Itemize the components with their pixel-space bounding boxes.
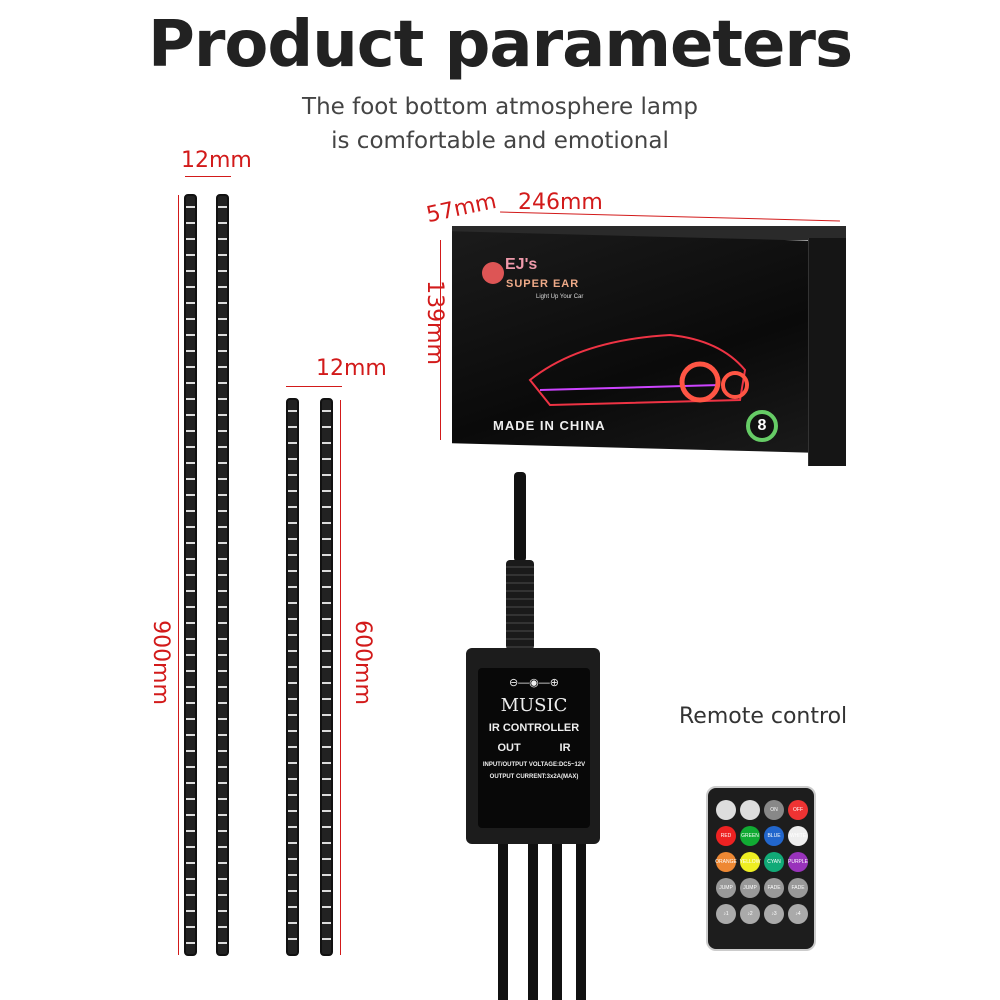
dimension-line [286, 386, 342, 387]
wire [576, 844, 586, 1000]
ir-label: IR [559, 742, 571, 754]
controller-spec-voltage: INPUT/OUTPUT VOLTAGE:DC5~12V [482, 762, 586, 768]
remote-button[interactable]: WHITE [788, 826, 808, 846]
led-strip-long-2 [216, 194, 229, 956]
remote-button[interactable]: GREEN [740, 826, 760, 846]
dc-connector [506, 560, 534, 650]
remote-button[interactable]: FADE [764, 878, 784, 898]
page-title: Product parameters [147, 8, 853, 82]
remote-button[interactable]: OFF [788, 800, 808, 820]
box-depth-label: 57mm [424, 188, 499, 229]
box-brand: EJ's [505, 256, 538, 273]
remote-control-label: Remote control [679, 704, 848, 729]
box-made-in: MADE IN CHINA [493, 418, 606, 433]
long-strip-length-label: 900mm [147, 620, 173, 705]
controller-title: MUSIC [500, 695, 568, 716]
remote-button[interactable]: ♪3 [764, 904, 784, 924]
box-badge: 8 [746, 410, 778, 442]
remote-button[interactable]: FADE [788, 878, 808, 898]
led-strip-short-2 [320, 398, 333, 956]
dimension-line [340, 400, 341, 955]
remote-button[interactable] [740, 800, 760, 820]
subtitle-line-1: The foot bottom atmosphere lamp [302, 94, 698, 120]
long-strip-width-label: 12mm [181, 148, 252, 173]
box-height-label: 139mm [421, 280, 447, 365]
remote-button[interactable]: ♪1 [716, 904, 736, 924]
box-tagline: Light Up Your Car [536, 294, 584, 300]
remote-button[interactable]: ON [764, 800, 784, 820]
remote-button[interactable]: CYAN [764, 852, 784, 872]
remote-button[interactable]: ♪2 [740, 904, 760, 924]
remote-button[interactable]: ♪4 [788, 904, 808, 924]
brand-logo-icon [482, 262, 504, 284]
product-box-side [808, 238, 846, 466]
controller-name: IR CONTROLLER [488, 722, 580, 734]
remote-button[interactable]: JUMP [716, 878, 736, 898]
car-illustration [528, 333, 749, 407]
wire [528, 844, 538, 1000]
wire [552, 844, 562, 1000]
dimension-line [185, 176, 231, 177]
wire [498, 844, 508, 1000]
dimension-line [178, 195, 179, 955]
controller-spec-current: OUTPUT CURRENT:3x2A(MAX) [489, 774, 579, 780]
remote-button[interactable]: RED [716, 826, 736, 846]
short-strip-length-label: 600mm [349, 620, 375, 705]
cable [514, 472, 526, 562]
out-label: OUT [497, 742, 521, 754]
subtitle-line-2: is comfortable and emotional [331, 128, 669, 154]
remote-button[interactable]: BLUE [764, 826, 784, 846]
dimension-line [440, 240, 441, 440]
remote-button[interactable]: YELLOW [740, 852, 760, 872]
remote-button[interactable]: ORANGE [715, 852, 737, 872]
box-brand-sub: SUPER EAR [506, 278, 580, 290]
remote-button[interactable]: JUMP [740, 878, 760, 898]
led-strip-short-1 [286, 398, 299, 956]
short-strip-width-label: 12mm [316, 356, 387, 381]
remote-button[interactable] [716, 800, 736, 820]
box-length-label: 246mm [518, 190, 603, 215]
dimension-line [500, 211, 840, 222]
remote-button[interactable]: PURPLE [788, 852, 808, 872]
led-strip-long-1 [184, 194, 197, 956]
